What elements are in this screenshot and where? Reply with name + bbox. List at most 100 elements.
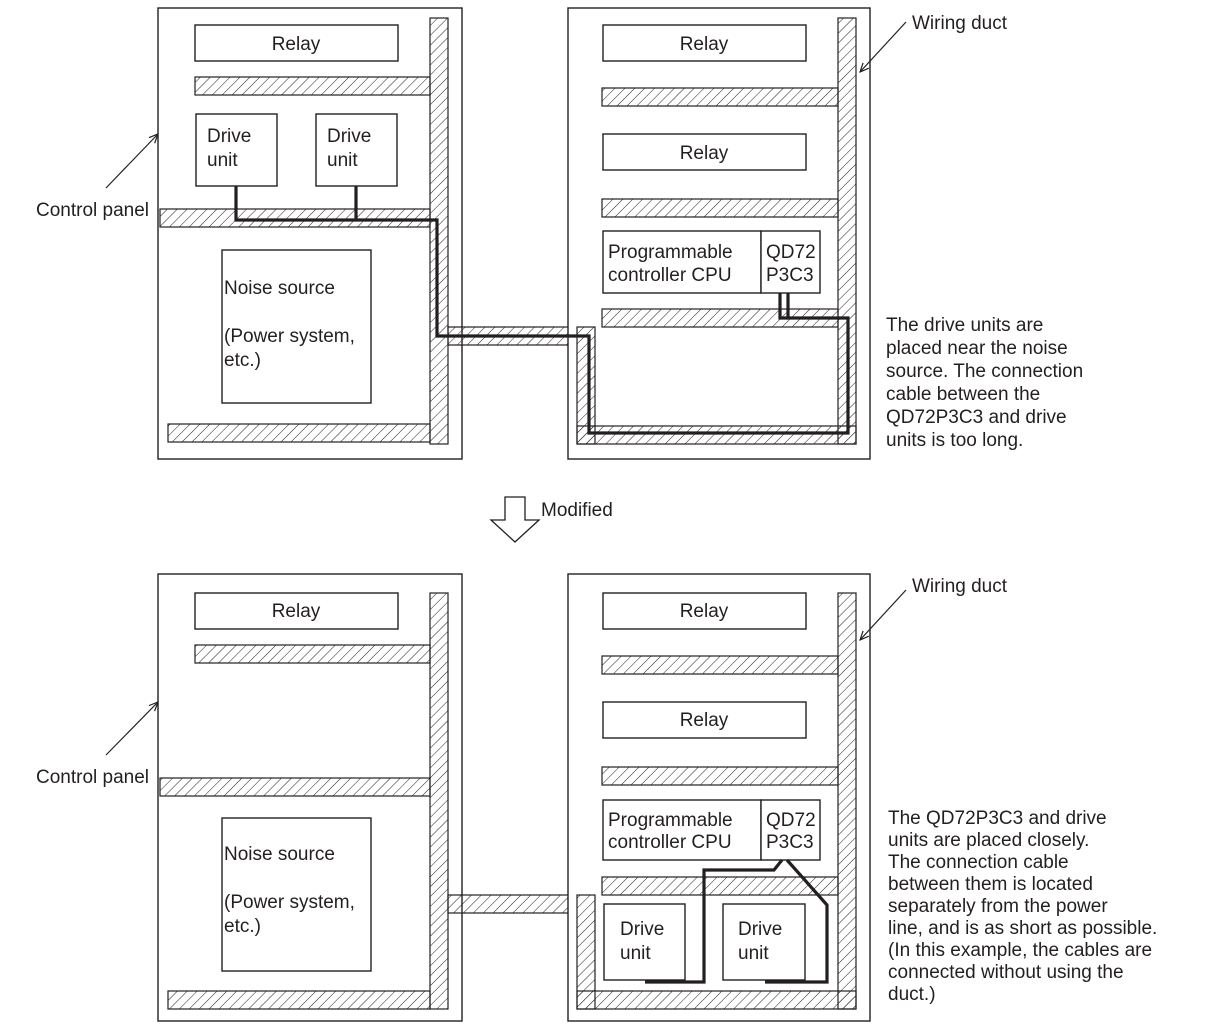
down-arrow-icon	[489, 496, 541, 543]
note-line: units is too long.	[886, 430, 1023, 451]
relay: Relay	[194, 24, 399, 62]
modified-arrow: Modified	[489, 496, 613, 543]
noise-source-label: Noise source	[224, 278, 335, 299]
cpu-label: Programmable	[608, 242, 733, 263]
relay: Relay	[602, 701, 807, 739]
control-panel-arrow	[105, 134, 158, 189]
module-label: P3C3	[766, 265, 814, 286]
duct-horizontal	[159, 208, 431, 228]
noise-source-label: (Power system,	[224, 326, 355, 347]
note-line: cable between the	[886, 384, 1040, 405]
cpu-label: Programmable	[608, 810, 733, 831]
drive-unit-label: Drive	[207, 126, 251, 147]
qd72p3c3-module: QD72 P3C3	[760, 230, 821, 294]
duct-vertical	[837, 592, 857, 1010]
connection-cable	[234, 186, 850, 435]
duct-horizontal	[576, 425, 857, 445]
note-line: source. The connection	[886, 361, 1083, 382]
drive-unit-label: unit	[738, 943, 769, 964]
duct-horizontal	[601, 876, 839, 896]
wiring-duct	[576, 17, 857, 445]
top-right-panel: Relay Relay Programmable controller CPU …	[567, 7, 871, 460]
relay: Relay	[194, 592, 399, 630]
drive-unit-label: Drive	[620, 919, 664, 940]
wiring-duct-label: Wiring duct	[912, 576, 1008, 597]
drive-unit: Drive unit	[315, 113, 398, 187]
note-line: QD72P3C3 and drive	[886, 407, 1067, 428]
duct-vertical	[429, 17, 449, 445]
relay-label: Relay	[680, 143, 729, 164]
drive-unit: Drive unit	[722, 903, 806, 981]
qd72p3c3-module: QD72 P3C3	[760, 799, 821, 861]
drive-unit: Drive unit	[603, 903, 686, 981]
bottom-right-panel: Relay Relay Programmable controller CPU …	[567, 573, 871, 1022]
programmable-controller-cpu: Programmable controller CPU	[602, 799, 762, 861]
cpu-label: controller CPU	[608, 265, 732, 286]
note-line: (In this example, the cables are	[888, 940, 1152, 961]
relay-label: Relay	[680, 710, 729, 731]
relay: Relay	[602, 592, 807, 630]
connection-cable	[778, 293, 788, 320]
noise-source-label: (Power system,	[224, 892, 355, 913]
duct-horizontal	[194, 644, 431, 664]
drive-unit-label: unit	[620, 943, 651, 964]
note-line: placed near the noise	[886, 338, 1068, 359]
note-line: units are placed closely.	[888, 830, 1089, 851]
note-line: The QD72P3C3 and drive	[888, 808, 1107, 829]
wiring-duct	[159, 592, 449, 1010]
duct-vertical	[429, 592, 449, 1010]
drive-unit-label: Drive	[327, 126, 371, 147]
duct-horizontal	[167, 990, 431, 1010]
top-diagram: Relay Drive unit Drive unit Noise source…	[36, 7, 1083, 460]
note-line: line, and is as short as possible.	[888, 918, 1157, 939]
drive-unit-label: Drive	[738, 919, 782, 940]
duct-horizontal	[601, 655, 839, 675]
drive-unit-label: unit	[207, 150, 238, 171]
duct-horizontal	[601, 766, 839, 786]
duct-horizontal	[601, 87, 839, 107]
note-line: separately from the power	[888, 896, 1108, 917]
modified-label: Modified	[541, 500, 613, 521]
drive-unit-label: unit	[327, 150, 358, 171]
note-line: The connection cable	[888, 852, 1069, 873]
top-left-panel: Relay Drive unit Drive unit Noise source…	[157, 7, 463, 460]
wiring-duct-arrow	[860, 21, 907, 72]
cpu-label: controller CPU	[608, 832, 732, 853]
top-note: The drive units are placed near the nois…	[886, 315, 1083, 451]
drive-unit: Drive unit	[195, 113, 278, 187]
control-panel-label: Control panel	[36, 767, 149, 788]
control-panel-arrow	[105, 702, 158, 756]
noise-source: Noise source (Power system, etc.)	[221, 817, 372, 972]
wiring-duct	[159, 17, 449, 445]
duct-horizontal	[576, 990, 857, 1010]
relay-label: Relay	[680, 34, 729, 55]
programmable-controller-cpu: Programmable controller CPU	[602, 230, 762, 294]
wiring-duct	[576, 592, 857, 1010]
duct-horizontal	[601, 198, 839, 218]
bottom-diagram: Relay Noise source (Power system, etc.)	[36, 573, 1157, 1022]
duct-horizontal	[194, 76, 431, 96]
noise-source-label: etc.)	[224, 350, 261, 371]
wiring-duct-arrow	[860, 589, 907, 640]
bottom-left-panel: Relay Noise source (Power system, etc.)	[157, 573, 463, 1022]
bottom-note: The QD72P3C3 and drive units are placed …	[888, 808, 1157, 1005]
duct-horizontal	[159, 777, 431, 797]
duct-horizontal	[167, 423, 431, 443]
relay-label: Relay	[680, 601, 729, 622]
note-line: duct.)	[888, 984, 936, 1005]
relay-label: Relay	[272, 601, 321, 622]
note-line: connected without using the	[888, 962, 1124, 983]
noise-source-label: etc.)	[224, 916, 261, 937]
connection-cable	[645, 859, 784, 984]
module-label: QD72	[766, 810, 816, 831]
relay-label: Relay	[272, 34, 321, 55]
wiring-duct-label: Wiring duct	[912, 13, 1008, 34]
noise-source: Noise source (Power system, etc.)	[221, 249, 372, 404]
inter-panel-duct	[447, 894, 585, 914]
note-line: between them is located	[888, 874, 1093, 895]
module-label: QD72	[766, 242, 816, 263]
note-line: The drive units are	[886, 315, 1043, 336]
noise-source-label: Noise source	[224, 844, 335, 865]
control-panel-label: Control panel	[36, 200, 149, 221]
